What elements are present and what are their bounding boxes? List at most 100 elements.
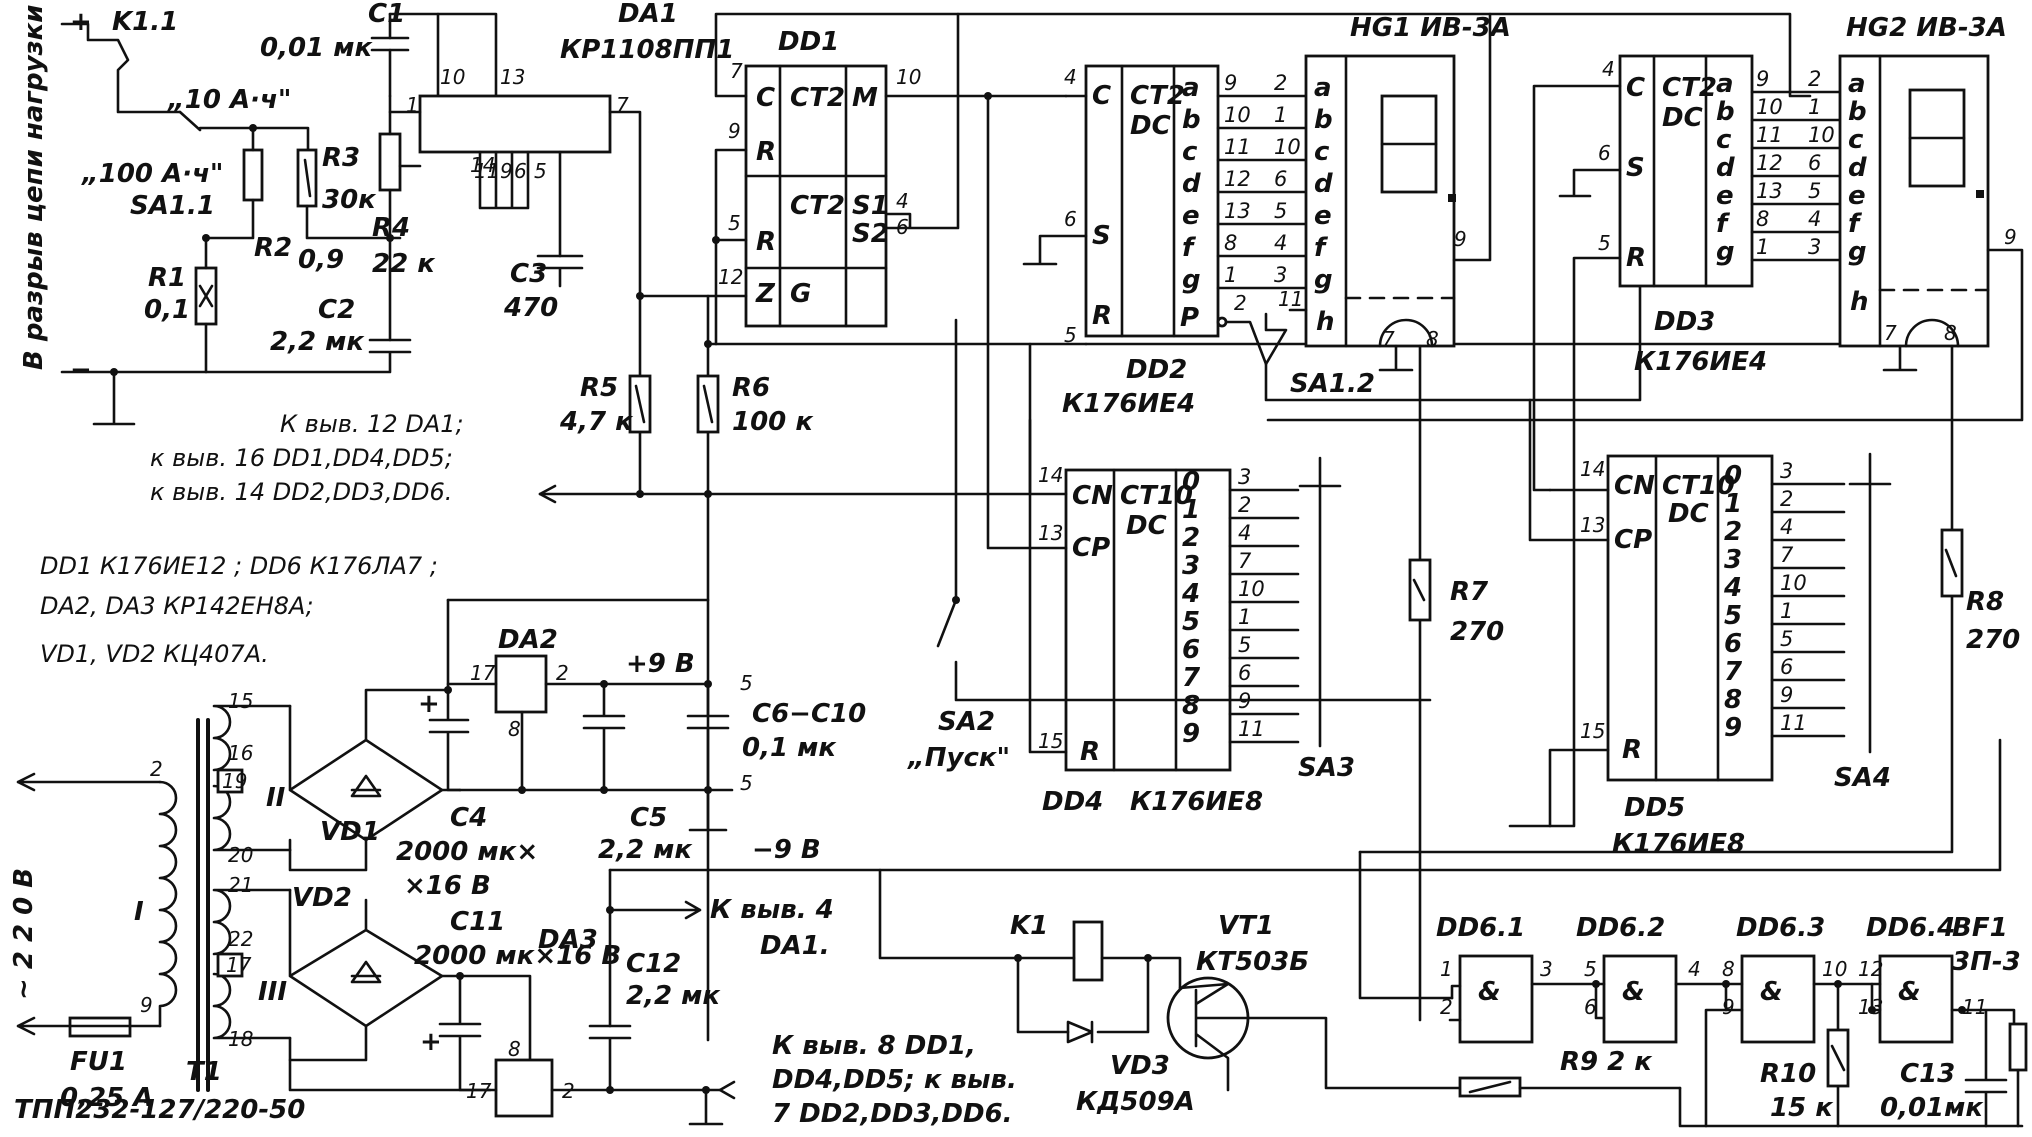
hg2-seg-d: d <box>1848 153 1867 183</box>
load-break-label: В разрыв цепи нагрузки <box>19 4 49 370</box>
dd5-out-6: 6 <box>1724 629 1742 659</box>
c12-capacitor <box>588 1024 632 1092</box>
svg-text:DC: DC <box>1668 499 1709 529</box>
dd3-seg-a: a <box>1716 69 1734 99</box>
da2-label: DA2 <box>498 625 558 655</box>
dd2-label: DD2 <box>1126 355 1187 385</box>
sa2-contacts <box>936 318 1432 702</box>
hg2-seg-e: e <box>1848 181 1866 211</box>
vd2-bridge <box>288 888 444 1028</box>
hg1-pin7-ground <box>1378 344 1414 372</box>
svg-text:5: 5 <box>1598 231 1611 255</box>
hg2-seg-b: b <box>1848 97 1867 127</box>
svg-text:11: 11 <box>474 159 499 183</box>
dd3-seg-c: c <box>1716 125 1732 155</box>
svg-text:9: 9 <box>140 993 153 1017</box>
r8-label: R8 <box>1966 587 2004 617</box>
r8-value: 270 <box>1966 625 2020 655</box>
c4-value2: ×16 В <box>404 871 491 901</box>
t1-label: T1 <box>186 1057 222 1087</box>
vd1-bridge <box>288 704 444 852</box>
r10-label: R10 <box>1760 1059 1816 1089</box>
r3-value: 30к <box>322 185 377 215</box>
dd5-out-7: 7 <box>1724 657 1743 687</box>
dd3-chip-group: C CT2 DC S R 4 6 5 DD3 К176ИЕ4 <box>1508 54 1767 828</box>
dd2-pin-9: 9 <box>1224 71 1237 95</box>
c1-value: 0,01 мк <box>260 33 373 63</box>
parts-line1: DD1 К176ИЕ12 ; DD6 К176ЛА7 ; <box>40 552 438 580</box>
r7-label: R7 <box>1450 577 1489 607</box>
dd1-chip <box>744 64 888 328</box>
svg-text:4: 4 <box>1602 57 1615 81</box>
t1-type: ТПП232-127/220-50 <box>14 1095 305 1125</box>
c5-value: 2,2 мк <box>598 835 693 865</box>
r8-group: R8 270 <box>1940 528 2020 655</box>
svg-text:8: 8 <box>508 717 521 741</box>
to-da1-label: К выв. 4 <box>710 895 834 925</box>
svg-text:S1: S1 <box>852 191 889 221</box>
dd4-pin-3: 3 <box>1238 465 1251 489</box>
svg-text:+: + <box>418 689 440 719</box>
dd3-pin-11: 11 <box>1756 123 1783 147</box>
sa4-label: SA4 <box>1834 763 1891 793</box>
dd4-pin-6: 6 <box>1238 661 1251 685</box>
svg-text:CT10: CT10 <box>1120 481 1193 511</box>
da1-label: DA1 <box>618 0 678 29</box>
svg-text:17: 17 <box>226 953 252 977</box>
svg-text:21: 21 <box>228 873 253 897</box>
c6-c10-capacitor <box>686 682 730 792</box>
svg-text:6: 6 <box>1584 995 1597 1019</box>
dd5-out-9: 9 <box>1724 713 1742 743</box>
svg-text:7: 7 <box>730 59 743 83</box>
dd3-type: К176ИЕ4 <box>1634 347 1767 377</box>
svg-text:C: C <box>1092 81 1111 111</box>
note-line1: К выв. 12 DA1; <box>280 410 464 438</box>
dd64-gate <box>1878 954 1954 1044</box>
dd4-out-2: 2 <box>1182 523 1200 553</box>
svg-text:CT2: CT2 <box>1130 81 1185 111</box>
dd4-pin-1: 1 <box>1238 605 1251 629</box>
svg-text:9: 9 <box>500 159 513 183</box>
hg2-pin9-wire <box>1266 248 2024 422</box>
dd5-r-wire <box>1548 748 1610 828</box>
hg1-pin-4: 4 <box>1274 231 1287 255</box>
svg-text:CT10: CT10 <box>1662 471 1735 501</box>
svg-text:8: 8 <box>1722 957 1735 981</box>
svg-text:10: 10 <box>1822 957 1847 981</box>
r3-label: R3 <box>322 143 360 173</box>
svg-text:9: 9 <box>1454 227 1467 251</box>
shunt-section: + − В разрыв цепи нагрузки K1.1 „10 А·ч"… <box>19 4 402 426</box>
dd5-pin-5: 5 <box>1780 627 1793 651</box>
dd3-seg-b: b <box>1716 97 1735 127</box>
svg-text:CT2: CT2 <box>790 191 845 221</box>
r1-cross <box>198 284 214 308</box>
bf1-buzzer <box>2008 1022 2028 1072</box>
dd2-pin-8: 8 <box>1224 231 1237 255</box>
dd3-seg-d: d <box>1716 153 1735 183</box>
dd5-out-1: 1 <box>1724 489 1742 519</box>
svg-text:2: 2 <box>1440 995 1453 1019</box>
svg-text:II: II <box>266 783 286 813</box>
note-gnd2: DD4,DD5; к выв. <box>772 1065 1017 1095</box>
c11-label: C11 <box>450 907 505 937</box>
fu1-value: 0,25 А <box>60 1083 153 1113</box>
dd4-pin-7: 7 <box>1238 549 1252 573</box>
da1-pin14: 14 <box>470 153 495 177</box>
hg2-pin-10: 10 <box>1808 123 1835 147</box>
svg-text:11: 11 <box>1962 995 1987 1019</box>
c6c10-label: C6−C10 <box>752 699 866 729</box>
c11-value: 2000 мк×16 В <box>414 941 621 971</box>
r2-label: R2 <box>254 233 292 263</box>
svg-text:M: M <box>852 83 878 113</box>
dd5-out-8: 8 <box>1724 685 1742 715</box>
dd2-chip-group: C CT2 DC S R P 4 6 5 DD2 К176ИЕ4 2 SA1.2 <box>1022 64 1722 419</box>
dd3-seg-g: g <box>1716 237 1735 267</box>
c4-value1: 2000 мк× <box>396 837 538 867</box>
c4-capacitor <box>428 598 470 792</box>
mains-label: ~ 2 2 0 В <box>9 868 39 1000</box>
dd3-label: DD3 <box>1654 307 1715 337</box>
svg-text:15: 15 <box>1038 729 1063 753</box>
sa4-switch <box>1848 452 1892 754</box>
svg-text:9: 9 <box>1722 995 1735 1019</box>
svg-text:R: R <box>1622 735 1642 765</box>
